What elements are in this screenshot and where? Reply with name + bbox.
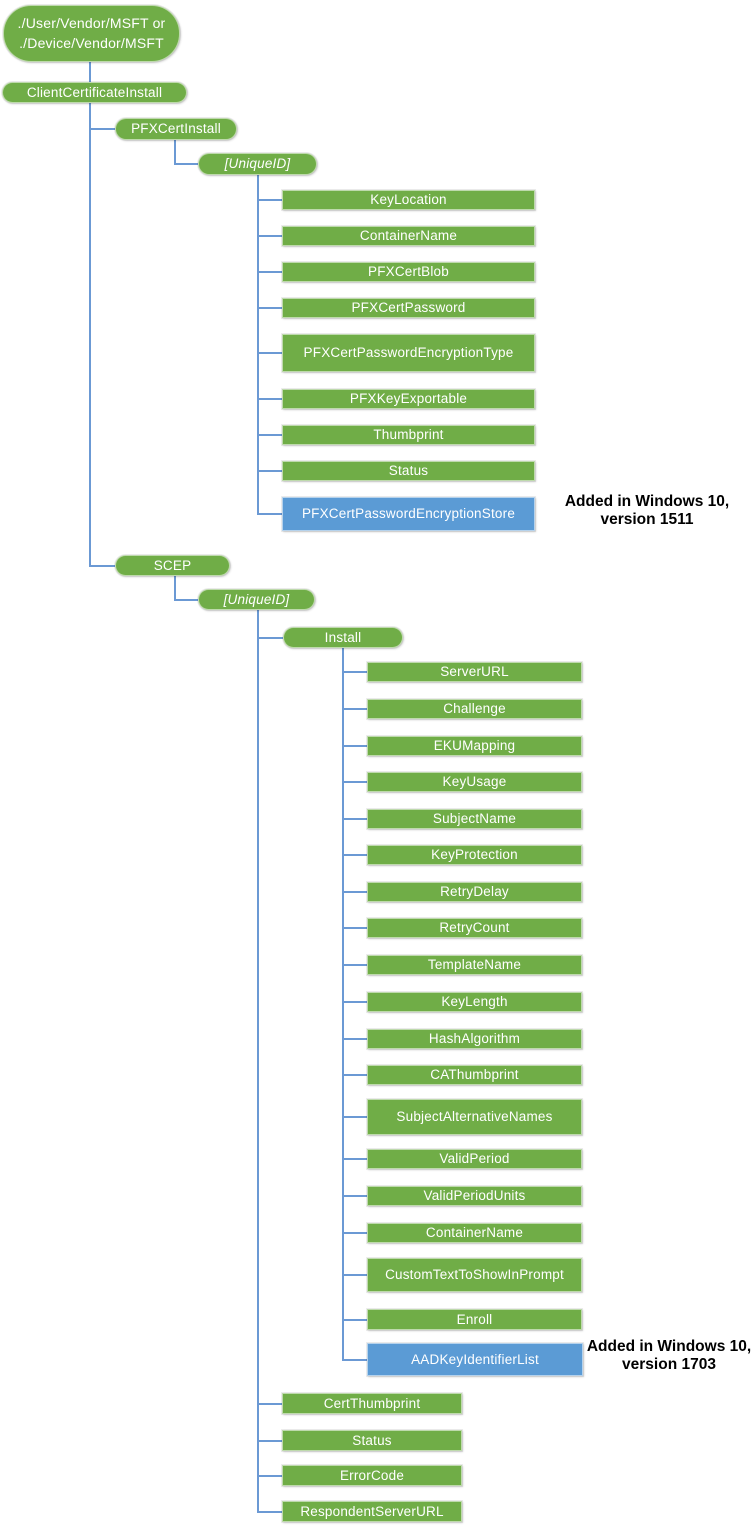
node-respondent-server-url: RespondentServerURL: [282, 1501, 462, 1522]
connector-line: [257, 271, 282, 273]
connector-line: [342, 708, 367, 710]
connector-line: [257, 398, 282, 400]
connector-line: [342, 927, 367, 929]
connector-line: [89, 128, 115, 130]
connector-line: [257, 470, 282, 472]
connector-line: [342, 891, 367, 893]
connector-line: [89, 565, 115, 567]
connector-line: [257, 1511, 282, 1513]
node-pfx-cert-password: PFXCertPassword: [282, 298, 535, 318]
node-key-usage: KeyUsage: [367, 772, 582, 792]
node-thumbprint: Thumbprint: [282, 425, 535, 445]
node-retry-count: RetryCount: [367, 918, 582, 938]
connector-line: [257, 307, 282, 309]
node-container-name-2: ContainerName: [367, 1223, 582, 1243]
connector-line: [342, 671, 367, 673]
connector-line: [342, 1074, 367, 1076]
connector-line: [174, 599, 198, 601]
node-client-certificate-install: ClientCertificateInstall: [2, 82, 187, 103]
node-scep: SCEP: [115, 555, 230, 576]
note-1703: Added in Windows 10, version 1703: [586, 1338, 751, 1374]
node-status-1: Status: [282, 461, 535, 481]
connector-line: [342, 1158, 367, 1160]
connector-line: [342, 1359, 367, 1361]
connector-line: [342, 1038, 367, 1040]
node-aad-key-identifier-list: AADKeyIdentifierList: [367, 1343, 583, 1376]
connector-line: [257, 352, 282, 354]
node-server-url: ServerURL: [367, 662, 582, 682]
connector-line: [342, 1195, 367, 1197]
node-subject-alternative-names: SubjectAlternativeNames: [367, 1099, 582, 1135]
node-subject-name: SubjectName: [367, 809, 582, 829]
connector-line: [257, 235, 282, 237]
node-retry-delay: RetryDelay: [367, 882, 582, 902]
connector-line: [342, 1116, 367, 1118]
node-challenge: Challenge: [367, 699, 582, 719]
connector-line: [257, 199, 282, 201]
connector-line: [342, 964, 367, 966]
connector-line: [257, 610, 259, 1513]
connector-line: [89, 103, 91, 567]
connector-line: [342, 745, 367, 747]
connector-line: [257, 434, 282, 436]
note-1511: Added in Windows 10, version 1511: [564, 493, 730, 529]
node-status-2: Status: [282, 1430, 462, 1451]
connector-line: [257, 1440, 282, 1442]
connector-line: [342, 1232, 367, 1234]
connector-line: [342, 854, 367, 856]
node-unique-id-1: [UniqueID]: [198, 153, 317, 175]
connector-line: [89, 62, 91, 94]
connector-line: [342, 1001, 367, 1003]
node-pfx-key-exportable: PFXKeyExportable: [282, 389, 535, 409]
node-root: ./User/Vendor/MSFT or ./Device/Vendor/MS…: [3, 5, 180, 62]
node-custom-text-to-show-in-prompt: CustomTextToShowInPrompt: [367, 1258, 582, 1292]
connector-line: [257, 637, 283, 639]
connector-line: [257, 1403, 282, 1405]
connector-line: [342, 648, 344, 1361]
node-valid-period-units: ValidPeriodUnits: [367, 1186, 582, 1206]
node-cert-thumbprint: CertThumbprint: [282, 1393, 462, 1414]
node-template-name: TemplateName: [367, 955, 582, 975]
connector-line: [342, 1319, 367, 1321]
node-enroll: Enroll: [367, 1309, 582, 1330]
connector-line: [257, 1475, 282, 1477]
node-hash-algorithm: HashAlgorithm: [367, 1029, 582, 1049]
connector-line: [342, 1274, 367, 1276]
node-eku-mapping: EKUMapping: [367, 736, 582, 756]
node-key-location: KeyLocation: [282, 190, 535, 210]
connector-line: [174, 163, 198, 165]
node-pfx-cert-password-encryption-store: PFXCertPasswordEncryptionStore: [282, 497, 535, 531]
node-pfx-cert-install: PFXCertInstall: [115, 118, 237, 140]
node-pfx-cert-password-encryption-type: PFXCertPasswordEncryptionType: [282, 334, 535, 372]
node-unique-id-2: [UniqueID]: [198, 589, 315, 610]
node-ca-thumbprint: CAThumbprint: [367, 1065, 582, 1085]
node-valid-period: ValidPeriod: [367, 1149, 582, 1169]
node-key-protection: KeyProtection: [367, 845, 582, 865]
connector-line: [342, 818, 367, 820]
connector-line: [257, 175, 259, 515]
node-pfx-cert-blob: PFXCertBlob: [282, 262, 535, 282]
connector-line: [174, 140, 176, 165]
node-key-length: KeyLength: [367, 992, 582, 1012]
connector-line: [174, 576, 176, 601]
node-container-name-1: ContainerName: [282, 226, 535, 246]
node-install: Install: [283, 627, 403, 648]
connector-line: [257, 513, 282, 515]
node-error-code: ErrorCode: [282, 1465, 462, 1486]
connector-line: [342, 781, 367, 783]
